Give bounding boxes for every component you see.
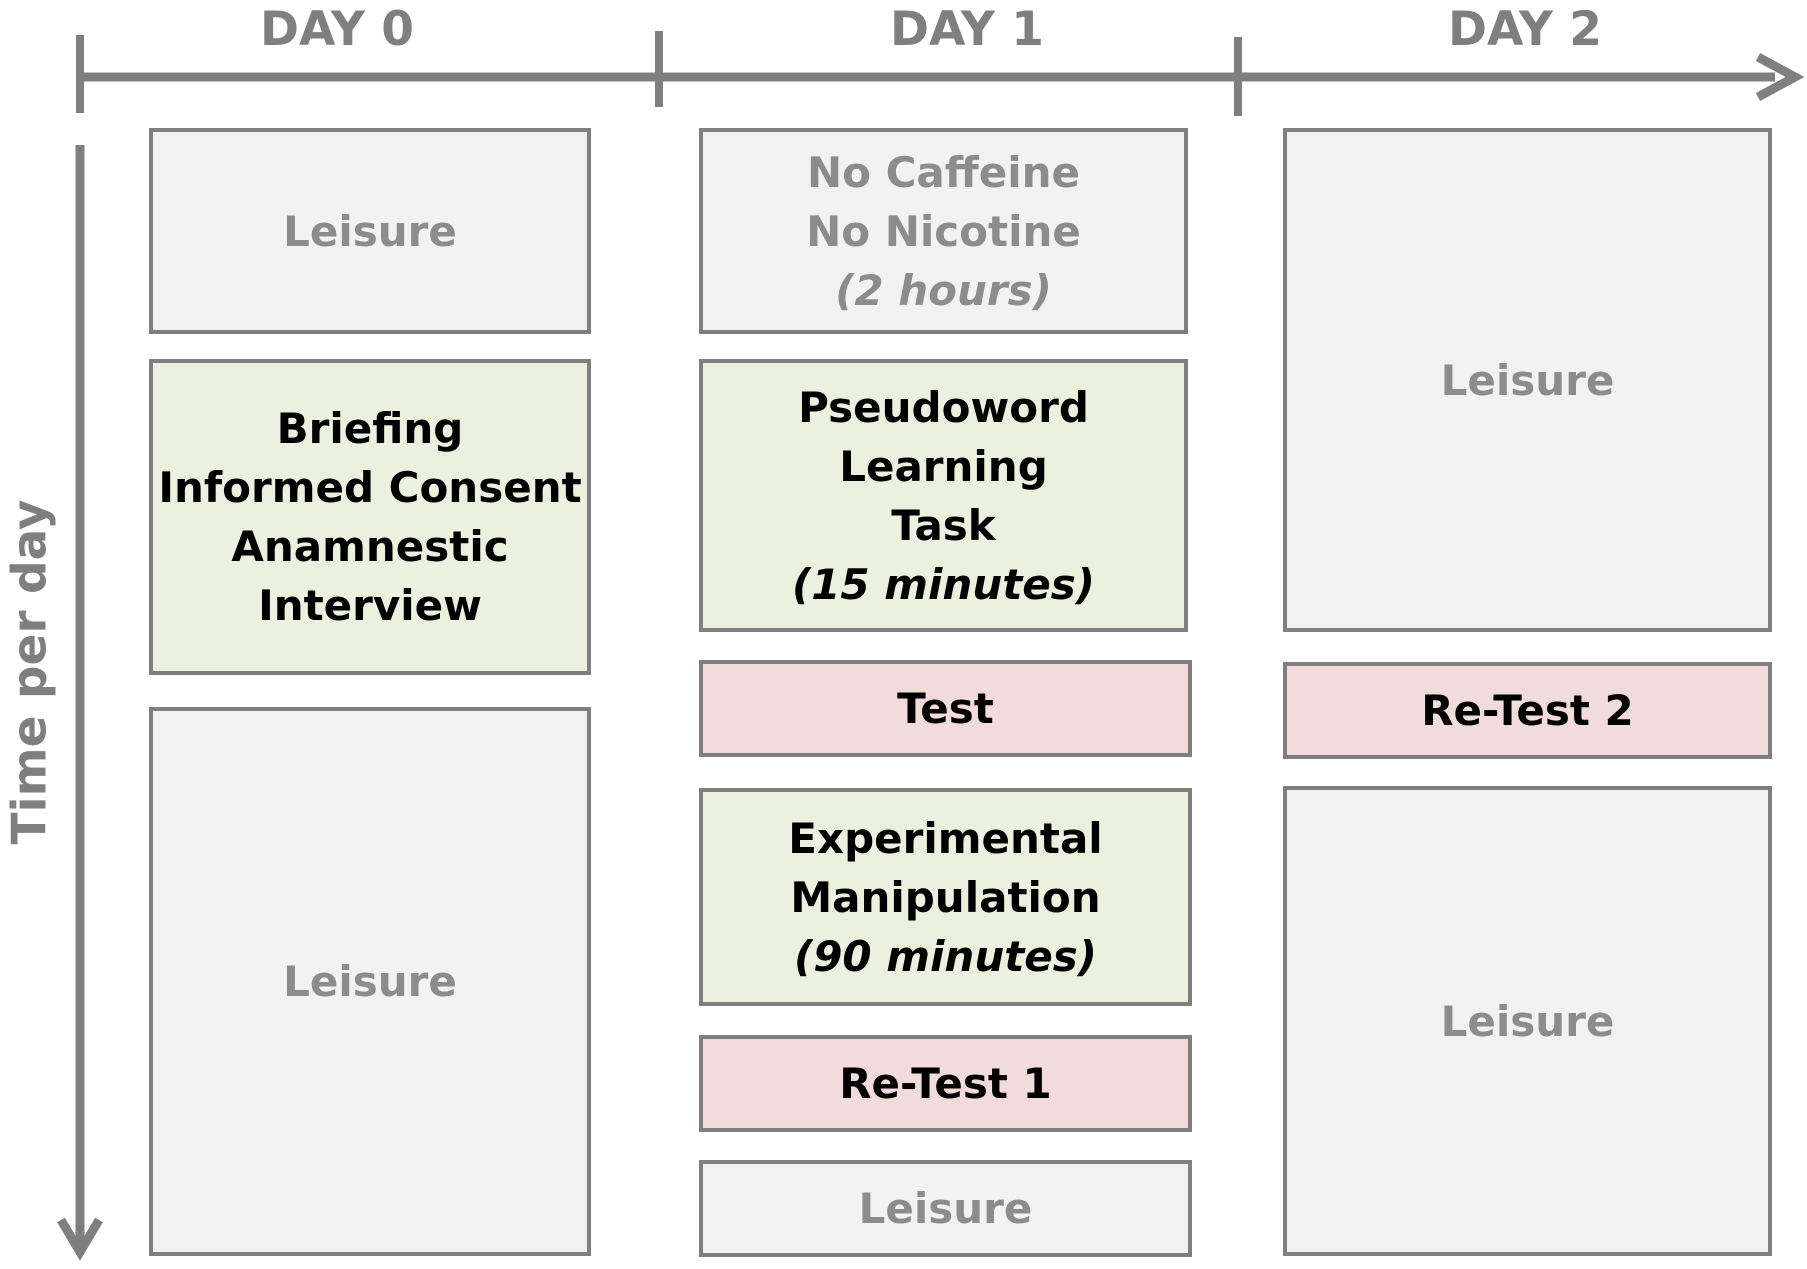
day1-experimental-manipulation-box: Experimental Manipulation (90 minutes)	[699, 788, 1192, 1006]
no-caffeine-line: No Caffeine	[806, 147, 1081, 197]
briefing-line: Briefing	[276, 404, 464, 453]
horizontal-axis-arrowhead	[1755, 53, 1805, 101]
vertical-axis-arrowhead	[57, 1217, 103, 1261]
box-label: Leisure	[858, 1184, 1033, 1233]
no-nicotine-line: No Nicotine	[806, 206, 1081, 256]
box-label: Re-Test 1	[839, 1059, 1052, 1108]
day0-leisure-top-box: Leisure	[149, 128, 591, 334]
day2-leisure-bottom-box: Leisure	[1283, 786, 1772, 1256]
interview-line: Interview	[258, 581, 482, 630]
box-label: Leisure	[283, 957, 457, 1006]
box-label: Test	[897, 684, 994, 733]
time-per-day-axis-label: Time per day	[2, 499, 58, 845]
box-label: Re-Test 2	[1421, 686, 1634, 735]
learning-line-1: Pseudoword	[798, 382, 1089, 432]
box-label: Leisure	[1440, 996, 1615, 1046]
day1-leisure-box: Leisure	[699, 1160, 1192, 1257]
restriction-duration: (2 hours)	[835, 265, 1052, 315]
manipulation-line-2: Manipulation	[790, 872, 1101, 922]
anamnestic-line: Anamnestic	[231, 522, 509, 571]
day2-leisure-top-box: Leisure	[1283, 128, 1772, 632]
day0-briefing-box: Briefing Informed Consent Anamnestic Int…	[149, 359, 591, 675]
manipulation-line-1: Experimental	[788, 813, 1103, 863]
learning-duration: (15 minutes)	[792, 559, 1095, 609]
day1-test-box: Test	[699, 660, 1192, 757]
day2-label: DAY 2	[1448, 2, 1602, 57]
day1-retest1-box: Re-Test 1	[699, 1035, 1192, 1132]
day2-retest2-box: Re-Test 2	[1283, 662, 1772, 759]
box-label: Leisure	[283, 206, 457, 256]
informed-consent-line: Informed Consent	[158, 463, 582, 512]
learning-line-3: Task	[891, 500, 996, 550]
learning-line-2: Learning	[839, 441, 1048, 491]
day1-label: DAY 1	[890, 2, 1044, 57]
manipulation-duration: (90 minutes)	[794, 931, 1097, 981]
box-label: Leisure	[1440, 355, 1615, 405]
day1-pseudoword-learning-box: Pseudoword Learning Task (15 minutes)	[699, 359, 1188, 632]
day0-label: DAY 0	[260, 2, 414, 57]
day0-leisure-bottom-box: Leisure	[149, 707, 591, 1256]
day1-no-caffeine-nicotine-box: No Caffeine No Nicotine (2 hours)	[699, 128, 1188, 334]
